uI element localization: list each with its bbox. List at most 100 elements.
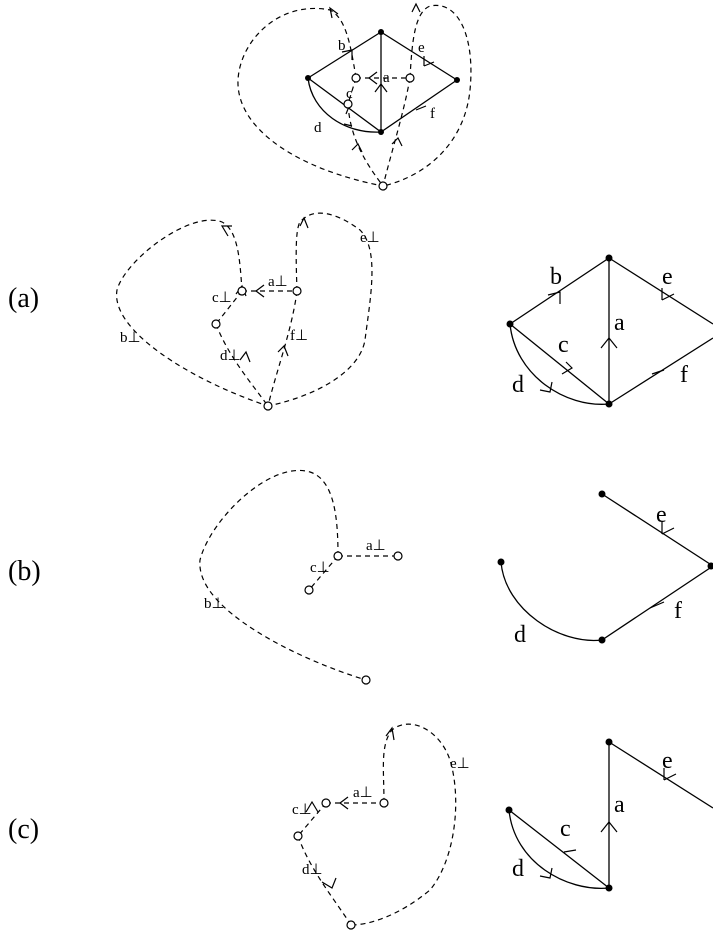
dual-label-e: e⊥ <box>360 230 380 246</box>
panel-a-dual-graph: a⊥ b⊥ c⊥ d⊥ e⊥ f⊥ <box>116 212 380 411</box>
panel-a-primal-graph: b e a c d f <box>506 254 713 408</box>
primal-edge-c <box>508 809 610 889</box>
top-label-b: b <box>338 38 346 54</box>
dual-vertex <box>293 831 303 841</box>
primal-label-e: e <box>656 502 667 528</box>
dual-vertex <box>361 675 371 685</box>
top-dual-vertex <box>378 181 388 191</box>
primal-arrow <box>539 381 553 393</box>
primal-edge-d <box>500 561 603 642</box>
dual-label-c: c⊥ <box>310 560 330 576</box>
dual-vertex <box>211 319 221 329</box>
top-dual-vertex <box>351 73 361 83</box>
primal-edge-e <box>608 741 713 809</box>
dual-vertex <box>321 798 331 808</box>
primal-label-d: d <box>514 622 526 648</box>
primal-vertex <box>605 254 613 262</box>
dual-arrow <box>299 216 309 229</box>
dual-vertex <box>346 920 356 930</box>
panel-label-a: (a) <box>8 283 39 314</box>
dual-arrow <box>321 877 337 889</box>
primal-arrow <box>661 522 675 535</box>
dual-edge-e <box>350 723 457 926</box>
top-label-a: a <box>383 70 390 86</box>
dual-edge-d <box>297 835 352 926</box>
dual-label-e: e⊥ <box>450 756 470 772</box>
top-label-f: f <box>430 106 435 122</box>
dual-label-c: c⊥ <box>292 802 312 818</box>
primal-arrow <box>539 867 553 879</box>
top-vertex <box>378 129 384 135</box>
primal-arrow <box>661 288 675 301</box>
dual-edge-c <box>308 555 339 591</box>
top-tick-f <box>415 105 427 111</box>
dual-arrow <box>239 350 251 363</box>
top-combined-diagram: b e a c d f <box>237 2 472 191</box>
primal-vertex <box>605 400 613 408</box>
primal-edge-d <box>508 809 610 889</box>
primal-arrow <box>600 821 618 833</box>
dual-vertex <box>379 798 389 808</box>
dual-edge-c <box>215 290 243 325</box>
primal-label-e: e <box>662 748 673 774</box>
primal-label-f: f <box>680 362 688 388</box>
primal-arrow <box>651 369 665 375</box>
top-vertex <box>378 29 384 35</box>
dual-label-a: a⊥ <box>353 785 373 801</box>
top-tick-a <box>374 83 388 93</box>
top-label-c: c <box>346 86 353 102</box>
top-dual-vertex <box>343 99 353 109</box>
top-edge-e <box>380 31 458 81</box>
primal-label-e: e <box>662 264 673 290</box>
panel-label-b: (b) <box>8 556 41 587</box>
panel-b-primal-graph: e d f <box>497 490 713 648</box>
panel-c-primal-graph: e a c d <box>505 738 713 892</box>
dual-label-c: c⊥ <box>212 290 232 306</box>
primal-edge-c <box>509 323 610 405</box>
primal-label-a: a <box>614 310 625 336</box>
top-dual-b <box>237 7 384 187</box>
top-vertex <box>454 77 460 83</box>
primal-vertex <box>598 490 606 498</box>
top-edge-f <box>380 79 458 133</box>
primal-edge-d <box>509 323 610 405</box>
top-edge-d <box>307 77 382 133</box>
primal-label-a: a <box>614 792 625 818</box>
dual-label-a: a⊥ <box>268 274 288 290</box>
top-tick-e <box>423 56 435 67</box>
dual-edge-f <box>267 290 298 407</box>
top-dual-arrow <box>329 6 339 19</box>
panel-label-c: (c) <box>8 814 39 845</box>
top-label-e: e <box>418 40 425 56</box>
dual-arrow <box>220 225 232 237</box>
primal-label-d: d <box>512 372 524 398</box>
primal-vertex <box>506 320 514 328</box>
primal-arrow <box>663 768 677 781</box>
top-dual-d <box>347 103 384 187</box>
primal-arrow <box>649 601 665 609</box>
primal-vertex <box>497 558 505 566</box>
dual-arrow <box>339 796 349 810</box>
primal-vertex <box>605 738 613 746</box>
dual-arrow <box>255 284 265 298</box>
primal-arrow <box>561 361 573 375</box>
primal-vertex <box>505 806 513 814</box>
primal-edge-e <box>601 493 713 567</box>
primal-arrow <box>547 291 561 304</box>
primal-edge-e <box>608 257 713 325</box>
top-dual-arrow <box>351 142 363 153</box>
dual-edge-e <box>267 212 373 407</box>
dual-edge-b <box>116 219 269 407</box>
primal-label-c: c <box>558 332 569 358</box>
dual-vertex <box>292 286 302 296</box>
primal-label-b: b <box>550 264 562 290</box>
top-dual-vertex <box>405 73 415 83</box>
primal-arrow <box>600 337 618 349</box>
top-edge-b <box>307 31 382 79</box>
dual-vertex <box>304 585 314 595</box>
dual-label-b: b⊥ <box>204 596 225 612</box>
dual-edge-d <box>215 323 269 407</box>
dual-arrow <box>277 344 289 357</box>
primal-vertex <box>605 884 613 892</box>
primal-label-d: d <box>512 856 524 882</box>
